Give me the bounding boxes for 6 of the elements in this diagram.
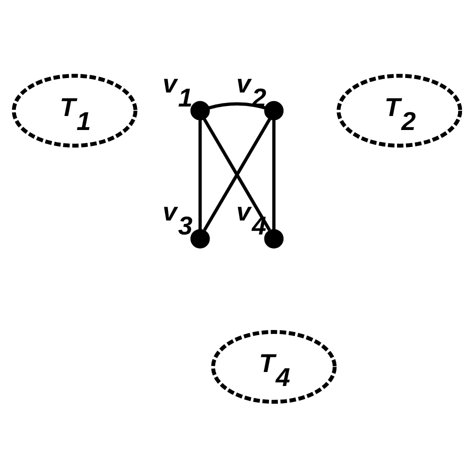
node-circle: [264, 228, 284, 248]
connector: [198, 119, 202, 230]
connector: [272, 119, 276, 230]
node-circle: [264, 100, 284, 120]
node-circle: [190, 100, 210, 120]
connector: [208, 102, 266, 109]
